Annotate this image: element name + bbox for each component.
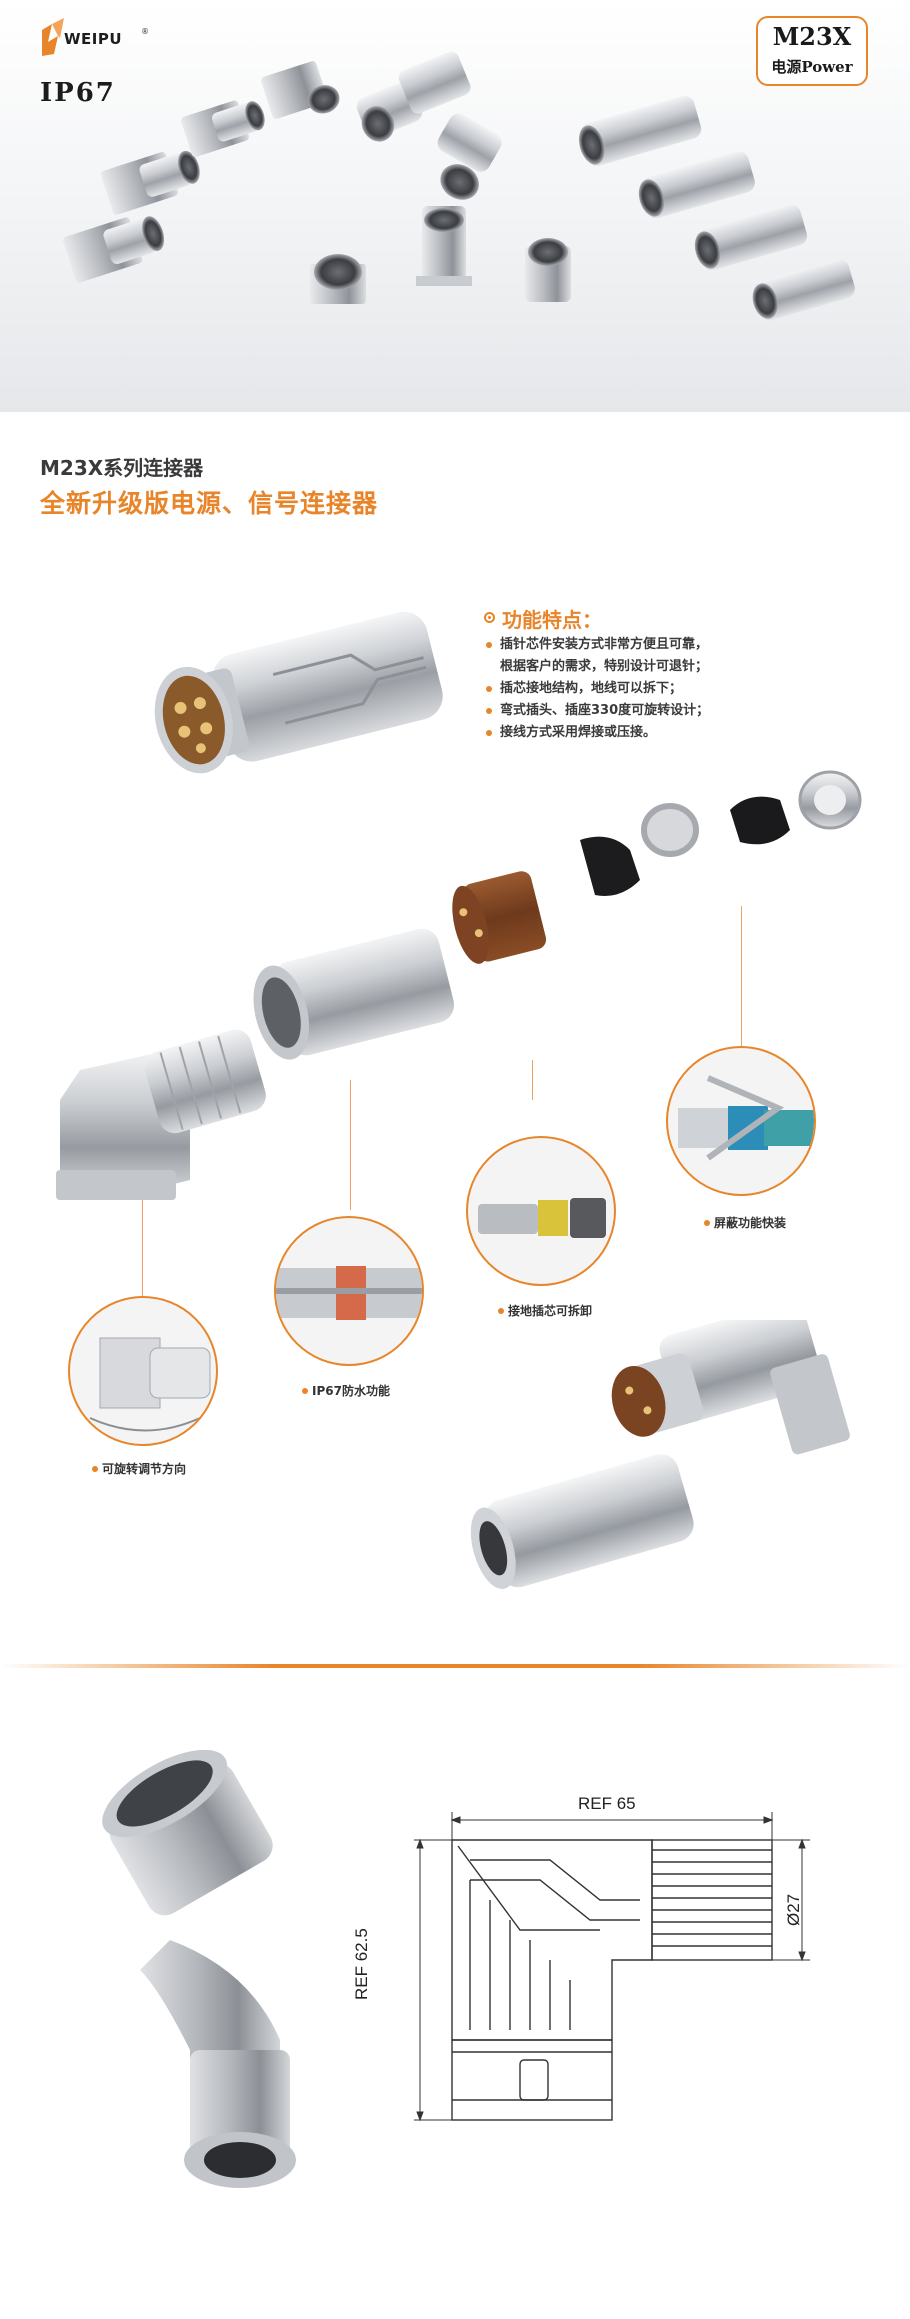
waterproof-detail-image	[276, 1266, 422, 1320]
section-headline: 全新升级版电源、信号连接器	[40, 489, 379, 518]
exploded-view-illustration	[56, 770, 862, 1200]
dimension-width: REF 65	[578, 1794, 636, 1813]
angled-socket-2	[101, 150, 200, 215]
bullet-ring-icon	[484, 612, 495, 623]
mated-connector-illustration	[470, 1320, 850, 1590]
hero-product-banner: WEIPU ® IP67 M23X 电源Power	[0, 0, 910, 412]
angled-socket-4	[261, 61, 340, 119]
feature-text-continued: 根据客户的需求，特别设计可退针；	[500, 659, 709, 674]
dimension-height: REF 62.5	[352, 1928, 371, 2000]
feature-text: 插芯接地结构，地线可以拆下；	[500, 681, 683, 696]
model-subtitle: 电源Power	[771, 58, 853, 76]
straight-plug-4	[752, 259, 855, 321]
waterproof-detail-bubble	[274, 1216, 424, 1366]
weipu-logo-icon	[42, 18, 64, 56]
callout-leader-line	[741, 906, 742, 1046]
angled-socket-part	[56, 1029, 266, 1200]
feature-item: 弯式插头、插座330度可旋转设计；	[482, 700, 882, 722]
angled-socket-1	[63, 216, 165, 283]
dimension-drawing	[414, 1812, 810, 2122]
brand-logo-text: WEIPU	[64, 30, 123, 48]
callout-ground: 接地插芯可拆卸	[498, 1302, 592, 1319]
straight-plug-2	[638, 151, 755, 219]
seal-ring-part	[641, 803, 699, 857]
receptacle-body-part	[253, 928, 455, 1060]
ground-detail-image	[478, 1198, 606, 1238]
feature-item: 接线方式采用焊接或压接。	[482, 722, 882, 744]
dimension-diameter: Ø27	[784, 1893, 803, 1926]
features-header: 功能特点：	[482, 602, 882, 634]
elbow-plug-1	[356, 51, 471, 142]
panel-socket-3	[525, 238, 571, 302]
callout-rotate: 可旋转调节方向	[92, 1460, 186, 1477]
shield-detail-bubble	[666, 1046, 816, 1196]
feature-text: 插针芯件安装方式非常方便且可靠，	[500, 637, 709, 652]
panel-socket-2	[416, 206, 472, 286]
features-panel: 功能特点： 插针芯件安装方式非常方便且可靠， 根据客户的需求，特别设计可退针； …	[482, 602, 882, 744]
section-title: M23X系列连接器	[40, 456, 204, 480]
ground-detail-bubble	[466, 1136, 616, 1286]
elbow-connector-illustration	[102, 1750, 296, 2188]
rotate-detail-bubble	[68, 1296, 218, 1446]
feature-item: 插芯接地结构，地线可以拆下；	[482, 678, 882, 700]
callout-leader-line	[532, 1060, 533, 1100]
shield-clip-part	[580, 836, 640, 896]
model-badge: M23X 电源Power	[756, 16, 868, 86]
ip-rating-label: IP67	[40, 78, 116, 108]
grounding-cage-part	[730, 796, 790, 845]
callout-shield: 屏蔽功能快装	[704, 1214, 786, 1231]
callout-waterproof: IP67防水功能	[302, 1382, 390, 1399]
callout-leader-line	[350, 1080, 351, 1210]
elbow-plug-2	[437, 113, 502, 200]
feature-text: 弯式插头、插座330度可旋转设计；	[500, 703, 710, 718]
insulator-part	[452, 871, 547, 964]
shield-detail-image	[678, 1075, 814, 1161]
callout-leader-line	[142, 1200, 143, 1296]
registered-mark: ®	[141, 27, 149, 36]
feature-item: 插针芯件安装方式非常方便且可靠， 根据客户的需求，特别设计可退针；	[482, 634, 882, 678]
straight-connector-illustration	[154, 611, 443, 774]
model-name: M23X	[772, 22, 852, 51]
straight-plug-3	[694, 204, 808, 271]
features-title: 功能特点：	[502, 608, 602, 632]
angled-socket-3	[181, 100, 265, 157]
panel-socket-1	[310, 254, 366, 304]
connector-family-illustration	[63, 51, 855, 321]
feature-text: 接线方式采用焊接或压接。	[500, 725, 657, 740]
rotate-detail-image	[89, 1337, 211, 1432]
straight-plug-1	[578, 95, 702, 166]
section-divider	[0, 1664, 910, 1668]
